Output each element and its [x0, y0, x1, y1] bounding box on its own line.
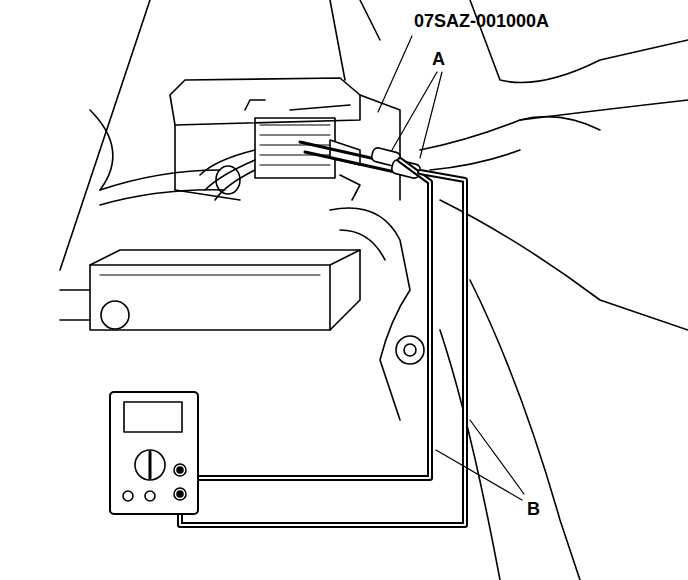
- callout-label: A: [432, 50, 445, 70]
- callout-label: B: [527, 500, 540, 520]
- callout-label: 07SAZ-001000A: [414, 12, 549, 32]
